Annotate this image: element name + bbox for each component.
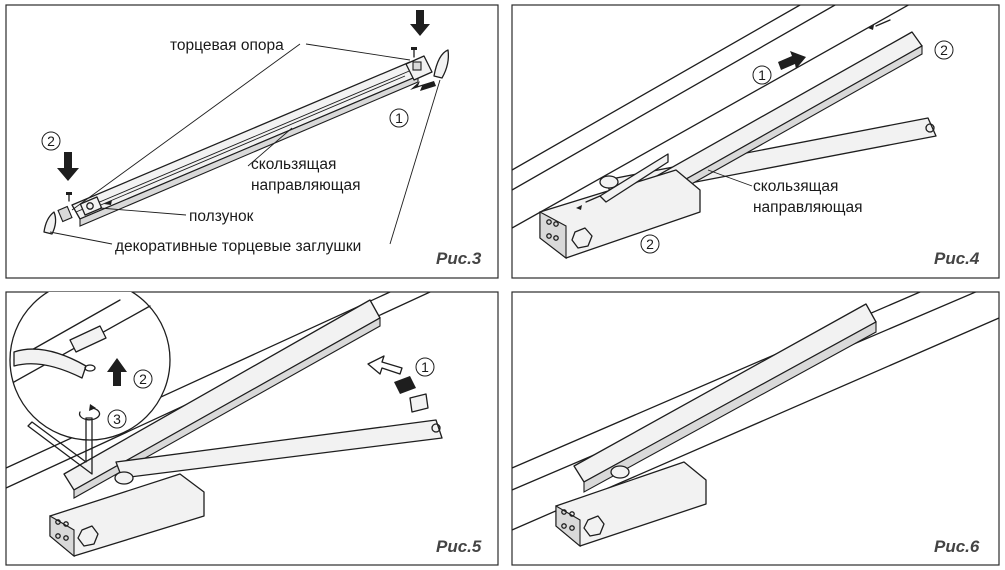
label-sliding-guide-line2: направляющая <box>753 199 863 216</box>
step-number-badge: 2 <box>934 40 954 60</box>
step-number-badge: 1 <box>415 357 435 377</box>
slider-part <box>79 196 112 216</box>
panel-fig6: Рис.6 <box>511 291 1000 566</box>
step-number-badge: 2 <box>640 234 660 254</box>
label-sliding-guide-line2: направляющая <box>251 177 361 194</box>
rotate-arrow-icon <box>78 404 101 421</box>
svg-text:2: 2 <box>940 42 948 58</box>
label-end-support: торцевая опора <box>170 37 284 54</box>
arrow-up-icon <box>107 358 127 386</box>
label-sliding-guide-line1: скользящая <box>753 178 838 195</box>
hex-key-icon <box>27 417 93 475</box>
screw-icon <box>576 195 601 210</box>
panel-fig4: скользящая направляющая 1 2 2 Рис.4 <box>511 4 1000 279</box>
decorative-end-cap-left <box>43 205 73 235</box>
step-number-badge: 1 <box>752 65 772 85</box>
screw-icon <box>411 47 417 58</box>
door-frame <box>512 5 910 229</box>
sliding-guide-rail <box>573 303 877 493</box>
svg-text:1: 1 <box>758 67 766 83</box>
panel-fig3: торцевая опора скользящая направляющая п… <box>5 4 499 279</box>
step-number-badge: 3 <box>107 409 127 429</box>
svg-text:1: 1 <box>421 359 429 375</box>
arrow-right-icon <box>778 51 806 70</box>
door-closer-body <box>555 461 707 548</box>
figure-caption: Рис.5 <box>436 537 482 556</box>
step-number-badge: 2 <box>41 131 61 151</box>
arrow-left-outline-icon <box>367 355 403 375</box>
screw-icon <box>66 192 72 202</box>
label-end-caps: декоративные торцевые заглушки <box>115 238 361 255</box>
detail-magnifier <box>9 292 171 441</box>
figure-caption: Рис.4 <box>934 249 980 268</box>
figure-caption: Рис.3 <box>436 249 482 268</box>
figure-caption: Рис.6 <box>934 537 980 556</box>
panel-fig5: 1 2 3 Рис.5 <box>5 291 499 566</box>
label-sliding-guide-line1: скользящая <box>251 156 336 173</box>
end-support <box>405 55 433 81</box>
label-slider: ползунок <box>189 208 254 225</box>
door-closer-body <box>49 471 205 558</box>
screw-icon <box>868 19 891 30</box>
step-number-badge: 2 <box>133 369 153 389</box>
svg-text:2: 2 <box>139 371 147 387</box>
svg-text:2: 2 <box>646 236 654 252</box>
arrow-down-icon <box>57 152 79 181</box>
sliding-guide-rail <box>71 61 419 227</box>
door-closer-body <box>539 153 701 260</box>
svg-text:3: 3 <box>113 411 121 427</box>
arrow-down-icon <box>410 10 430 36</box>
end-cap-icon <box>394 376 429 413</box>
arrow-left-icon <box>410 81 436 91</box>
svg-text:2: 2 <box>47 133 55 149</box>
step-number-badge: 1 <box>389 108 409 128</box>
decorative-end-cap-right <box>433 49 450 79</box>
sliding-guide-rail <box>63 299 381 499</box>
svg-text:1: 1 <box>395 110 403 126</box>
